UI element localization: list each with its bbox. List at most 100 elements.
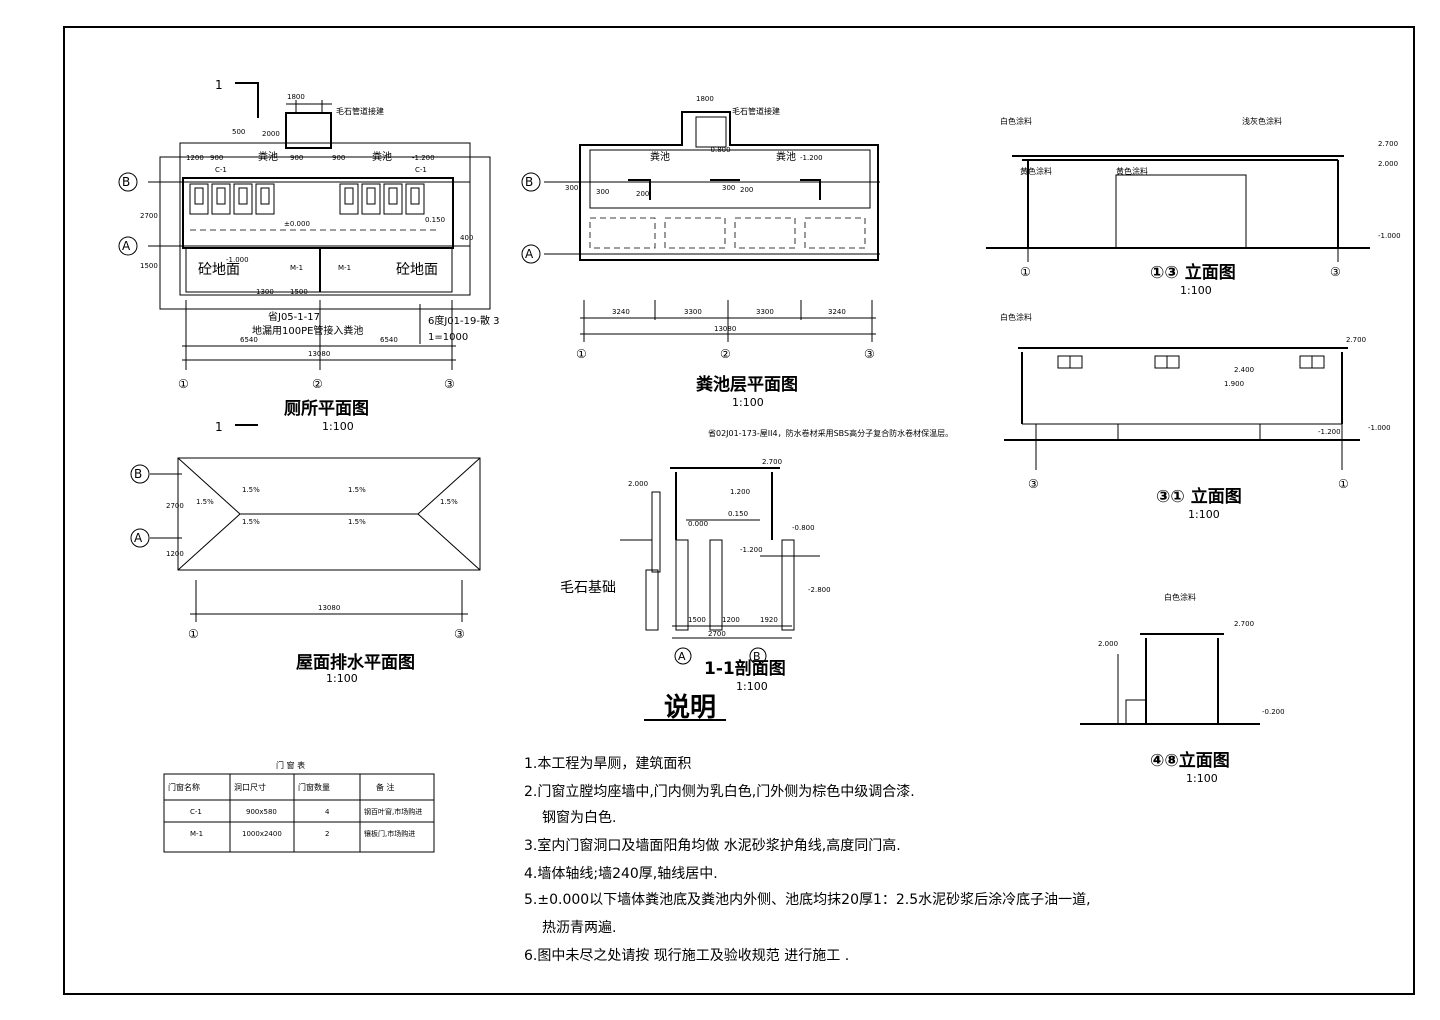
pool-plan-title: 粪池层平面图	[696, 374, 798, 395]
label-elev_13-levels-2: -1.000	[1378, 232, 1401, 240]
label-door_window_table-headers-1: 洞口尺寸	[234, 782, 266, 792]
label-door_window_table-rows-0-0: C-1	[190, 808, 202, 816]
label-plan_toilet-dims-20: 1300	[256, 288, 274, 296]
label-section_1_1-dims-3: 0.000	[688, 520, 708, 528]
label-plan_pool-pipe: 毛石管道接建	[732, 106, 780, 116]
label-elev_13-levels-0: 2.700	[1378, 140, 1398, 148]
label-elev_31-label: 白色涂料	[1000, 312, 1032, 322]
label-door_window_table-rows-1-3: 镶板门,市场购进	[364, 829, 415, 838]
label-section_1_1-dims-9: 1200	[722, 616, 740, 624]
label-section_1_1-dims-5: -0.800	[792, 524, 815, 532]
label-plan_toilet-dims-0: 1800	[287, 93, 305, 101]
label-plan_roof-axis_a: A	[134, 531, 143, 545]
label-door_window_table-rows-0-3: 钢百叶窗,市场购进	[364, 807, 422, 816]
label-elev_13-axis_3: ③	[1330, 265, 1341, 279]
label-section_1_1-scale: 1:100	[736, 680, 768, 693]
label-elev_31-levels-0: 2.700	[1346, 336, 1366, 344]
label-plan_toilet-dims-25: 400	[460, 234, 473, 242]
label-elev_ab-levels-1: 2.000	[1098, 640, 1118, 648]
label-section_1_1-axis_a: A	[678, 650, 686, 663]
label-door_window_table-headers-0: 门窗名称	[168, 782, 200, 792]
label-plan_toilet-note3: 6度J01-19-散 3	[428, 314, 500, 327]
label-section_1_1-dims-0: 2.000	[628, 480, 648, 488]
elev-13-title: ①③ 立面图	[1150, 262, 1236, 283]
label-plan_roof-slopes-0: 1.5%	[196, 498, 214, 506]
note-6: 6.图中未尽之处请按 现行施工及验收规范 进行施工 .	[524, 947, 849, 964]
label-elev_31-levels-3: -1.200	[1318, 428, 1341, 436]
label-plan_pool-axis_1: ①	[576, 347, 587, 361]
elev-ab-title: ④⑧立面图	[1150, 750, 1230, 771]
label-plan_roof-axis_3: ③	[454, 627, 465, 641]
label-plan_pool-axis_3: ③	[864, 347, 875, 361]
label-plan_toilet-dims-24: 13080	[308, 350, 330, 358]
label-elev_13-labels-1: 浅灰色涂料	[1242, 116, 1282, 126]
label-plan_pool-dims-0: 1800	[696, 95, 714, 103]
section-mark-top: 1	[215, 78, 223, 92]
label-plan_roof-dims-2: 13080	[318, 604, 340, 612]
label-plan_pool-dims-18: 13080	[714, 325, 736, 333]
label-elev_ab-levels-2: -0.200	[1262, 708, 1285, 716]
label-elev_ab-levels-0: 2.700	[1234, 620, 1254, 628]
label-section_1_1-axis_b: B	[753, 650, 761, 663]
label-plan_toilet-scale: 1:100	[322, 420, 354, 433]
label-plan_toilet-dims-12: 1500	[140, 262, 158, 270]
label-plan_toilet-dims-4: 900	[210, 154, 223, 162]
note-2: 2.门窗立膛均座墙中,门内侧为乳白色,门外侧为棕色中级调合漆.	[524, 783, 915, 800]
label-elev_13-scale: 1:100	[1180, 284, 1212, 297]
label-plan_pool-pool_left: 粪池	[650, 150, 670, 163]
label-plan_toilet-dims-17: -1.000	[226, 256, 249, 264]
label-plan_toilet-note4: 1=1000	[428, 332, 468, 343]
label-elev_ab-scale: 1:100	[1186, 772, 1218, 785]
notes: 说明 1.本工程为旱厕，建筑面积 2.门窗立膛均座墙中,门内侧为乳白色,门外侧为…	[524, 693, 1091, 964]
toilet-plan: 1 1 B	[118, 78, 500, 434]
label-plan_roof-scale: 1:100	[326, 672, 358, 685]
label-door_window_table-rows-0-1: 900x580	[246, 808, 277, 816]
label-plan_toilet-dims-27: M-1	[338, 264, 351, 272]
label-plan_pool-axis_b: B	[525, 175, 533, 189]
note-3: 3.室内门窗洞口及墙面阳角均做 水泥砂浆护角线,高度同门高.	[524, 837, 901, 854]
elevation-3-1: 白色涂料 2.700 2.400 1.900 -1.200 -1.000 ③ ①…	[1000, 312, 1391, 521]
label-plan_toilet-dims-21: 1500	[290, 288, 308, 296]
note-5b: 热沥青两遍.	[542, 920, 616, 936]
roof-plan: B A ① ③ 1.5% 1.5% 1.5% 1.5% 1.5% 1.5% 27…	[130, 457, 481, 685]
label-plan_toilet-dims-1: 500	[232, 128, 245, 136]
elevation-a-b: 白色涂料 2.700 2.000 -0.200 ④⑧立面图 1:100	[1080, 592, 1285, 785]
label-plan_toilet-dims-10: C-1	[415, 166, 427, 174]
label-plan_toilet-dims-6: 900	[290, 154, 303, 162]
label-plan_toilet-dims-9: C-1	[215, 166, 227, 174]
roof-plan-title: 屋面排水平面图	[296, 652, 415, 673]
sheet-border	[63, 26, 1415, 995]
label-plan_pool-dims-6: 300	[596, 188, 609, 196]
label-plan_pool-dims-4: -1.200	[800, 154, 823, 162]
label-section_1_1-dims-2: 1.200	[730, 488, 750, 496]
label-elev_13-labels-2: 黄色涂料	[1020, 166, 1052, 176]
label-section_1_1-dims-6: -1.200	[740, 546, 763, 554]
label-section_1_1-dims-11: 2700	[708, 630, 726, 638]
label-door_window_table-rows-0-2: 4	[325, 808, 330, 816]
label-elev_31-levels-2: 1.900	[1224, 380, 1244, 388]
label-elev_31-axis_3: ③	[1028, 477, 1039, 491]
label-elev_ab-label: 白色涂料	[1164, 592, 1196, 602]
elev-31-title: ③① 立面图	[1156, 486, 1242, 507]
note-5: 5.±0.000以下墙体粪池底及粪池内外侧、池底均抹20厚1：2.5水泥砂浆后涂…	[524, 892, 1091, 908]
label-plan_roof-slopes-3: 1.5%	[348, 486, 366, 494]
label-plan_roof-axis_1: ①	[188, 627, 199, 641]
axis-a: A	[122, 239, 131, 253]
label-plan_roof-dims-1: 1200	[166, 550, 184, 558]
label-plan_toilet-dims-23: 6540	[380, 336, 398, 344]
label-plan_pool-axis_2: ②	[720, 347, 731, 361]
label-section_1_1-dims-8: 1500	[688, 616, 706, 624]
label-door_window_table-rows-1-1: 1000x2400	[242, 830, 282, 838]
label-door_window_table-rows-1-0: M-1	[190, 830, 203, 838]
label-plan_toilet-dims-3: 1200	[186, 154, 204, 162]
label-elev_31-axis_1: ①	[1338, 477, 1349, 491]
label-door_window_table-title: 门 窗 表	[276, 760, 305, 770]
label-section_1_1-dims-1: 2.700	[762, 458, 782, 466]
label-plan_toilet-dims-22: 6540	[240, 336, 258, 344]
axis-1: ①	[178, 377, 189, 391]
label-plan_pool-dims-7: 200	[636, 190, 649, 198]
label-elev_13-labels-0: 白色涂料	[1000, 116, 1032, 126]
label-plan_toilet-dims-18: 0.150	[425, 216, 445, 224]
floor-right: 砼地面	[396, 262, 438, 278]
section-title: 1-1剖面图	[704, 658, 786, 679]
